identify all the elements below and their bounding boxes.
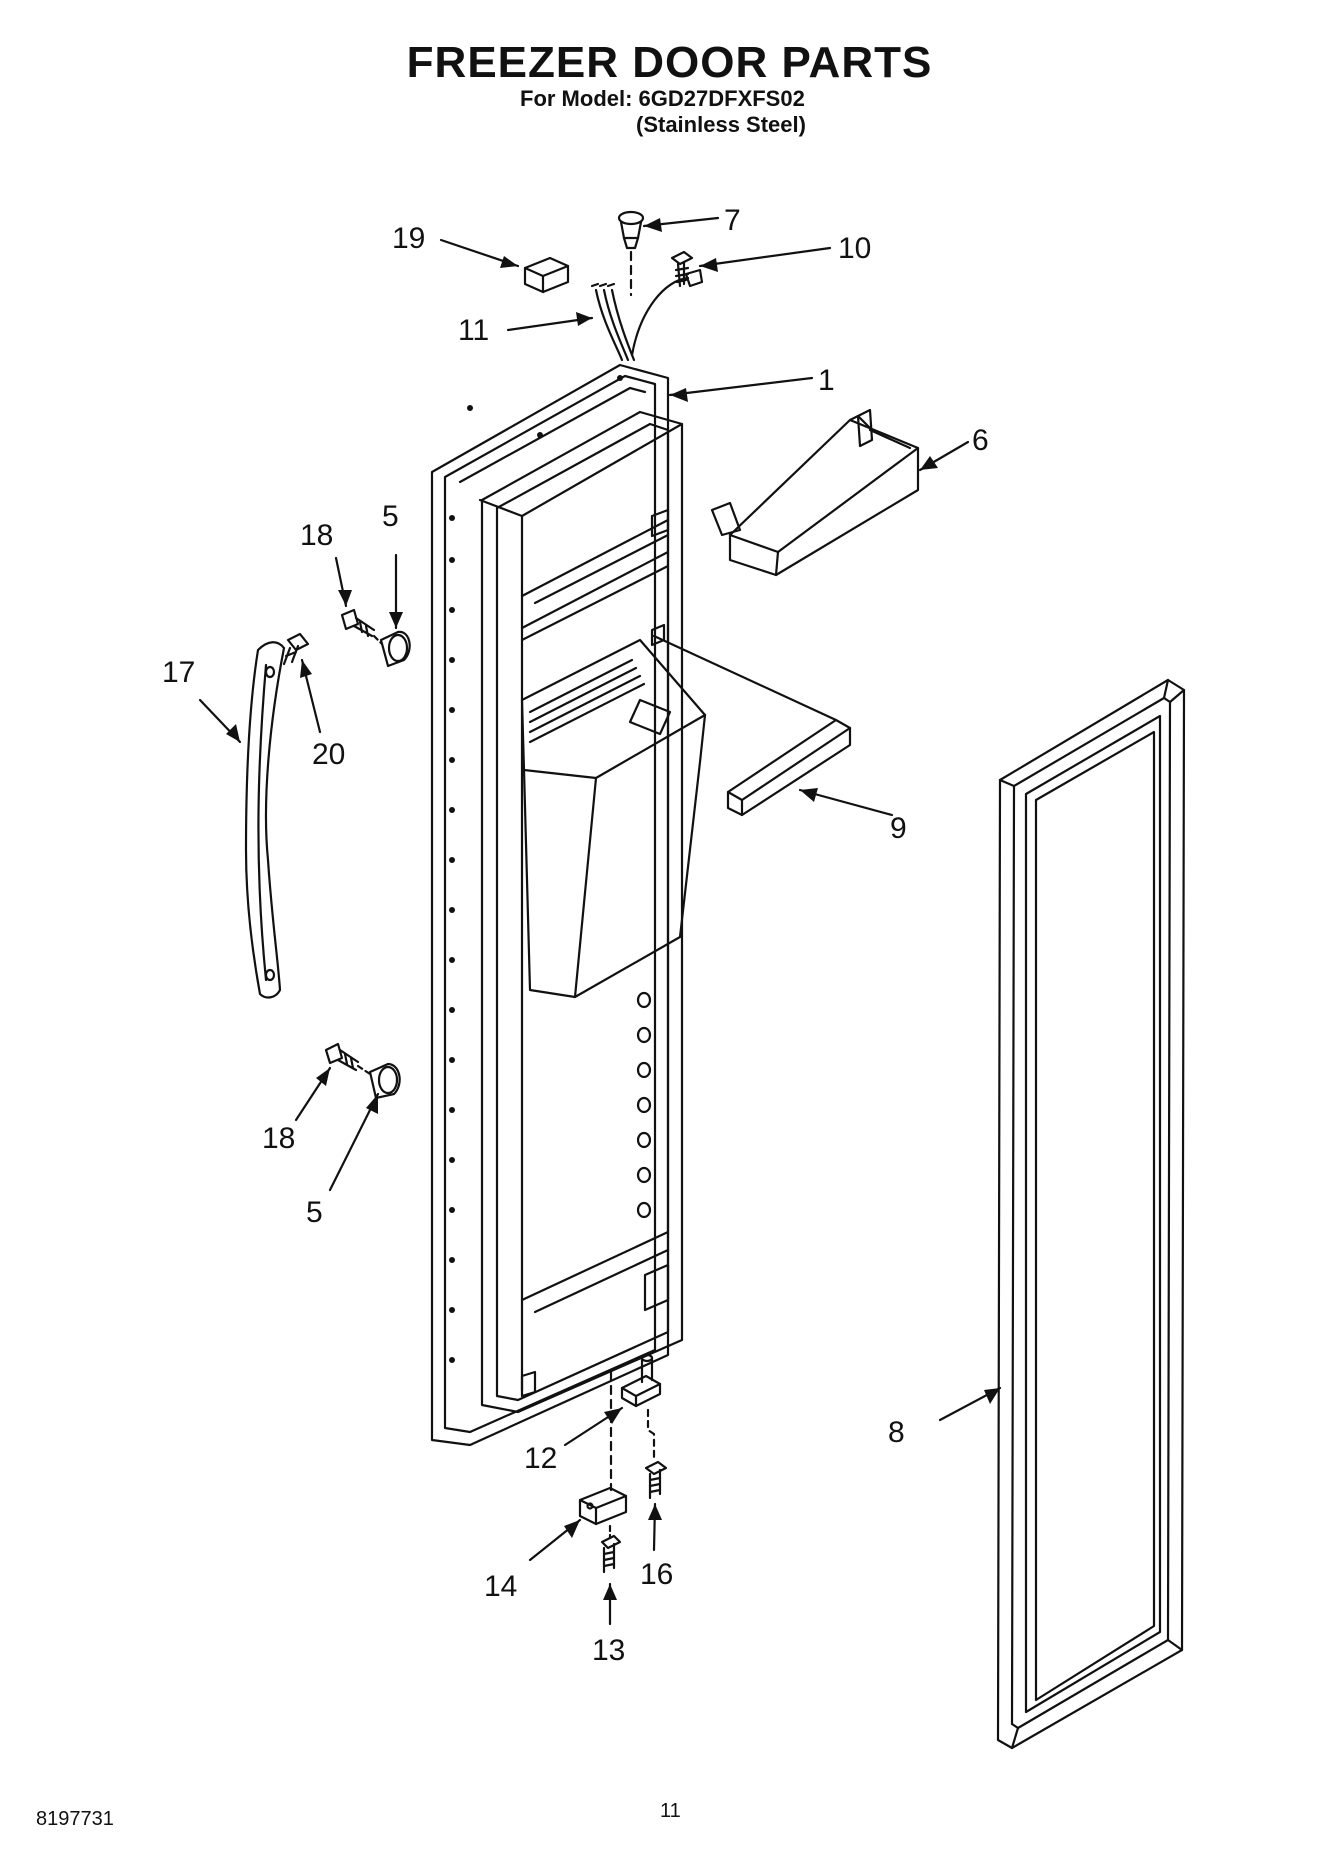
callout-20: 20	[312, 738, 345, 771]
callout-13: 13	[592, 1634, 625, 1667]
callout-18-upper: 18	[300, 519, 333, 552]
callout-10: 10	[838, 232, 871, 265]
part-7-plug	[617, 210, 645, 250]
door-liner-holes	[636, 991, 652, 1219]
callout-6: 6	[972, 424, 989, 457]
part-5-lower-bumper	[368, 1062, 401, 1100]
part-6-door-bin	[710, 408, 920, 577]
callout-11: 11	[458, 314, 489, 347]
document-number: 8197731	[36, 1808, 114, 1830]
part-8-gasket	[996, 678, 1186, 1750]
flange-screw-holes	[449, 375, 623, 1363]
callout-12: 12	[524, 1442, 557, 1475]
door-panel	[430, 363, 707, 1447]
model-subtitle: For Model: 6GD27DFXFS02 (Stainless Steel…	[520, 86, 806, 138]
lower-mount-dash	[356, 1064, 372, 1076]
part-18-lower-screw	[324, 1042, 360, 1072]
part-11-wire-harness	[590, 268, 704, 362]
callout-19: 19	[392, 222, 425, 255]
callout-leaders	[198, 216, 1002, 1626]
part-18-upper-screw	[340, 608, 376, 638]
finish-line: (Stainless Steel)	[636, 112, 806, 137]
callout-18-lower: 18	[262, 1122, 295, 1155]
callout-7: 7	[724, 204, 741, 237]
part-19-switch	[523, 256, 570, 294]
callout-16: 16	[640, 1558, 673, 1591]
part-16-dashed-guide	[646, 1408, 656, 1462]
callout-numbers: 19 7 10 11 1 6 18 5 17 20 9 18 5 8 12 16…	[162, 204, 989, 1667]
callout-5-lower: 5	[306, 1196, 323, 1229]
part-9-trim	[726, 718, 852, 817]
callout-1: 1	[818, 364, 835, 397]
part-12-hinge	[620, 1353, 662, 1408]
callout-5-upper: 5	[382, 500, 399, 533]
part-20-screw	[282, 632, 310, 666]
callout-9: 9	[890, 812, 907, 845]
callout-17: 17	[162, 656, 195, 689]
model-line: For Model: 6GD27DFXFS02	[520, 86, 805, 111]
callout-arrowheads	[226, 218, 1000, 1600]
callout-14: 14	[484, 1570, 517, 1603]
page-title: FREEZER DOOR PARTS	[406, 38, 933, 87]
part-9-leader	[652, 634, 838, 722]
part-5-upper-bumper	[379, 630, 411, 668]
part-14-bracket	[578, 1486, 628, 1526]
part-16-screw	[644, 1460, 668, 1500]
upper-mount-dash	[372, 634, 384, 646]
part-17-handle	[244, 641, 286, 999]
callout-8: 8	[888, 1416, 905, 1449]
part-13-screw	[600, 1534, 622, 1574]
page-number: 11	[660, 1800, 681, 1822]
